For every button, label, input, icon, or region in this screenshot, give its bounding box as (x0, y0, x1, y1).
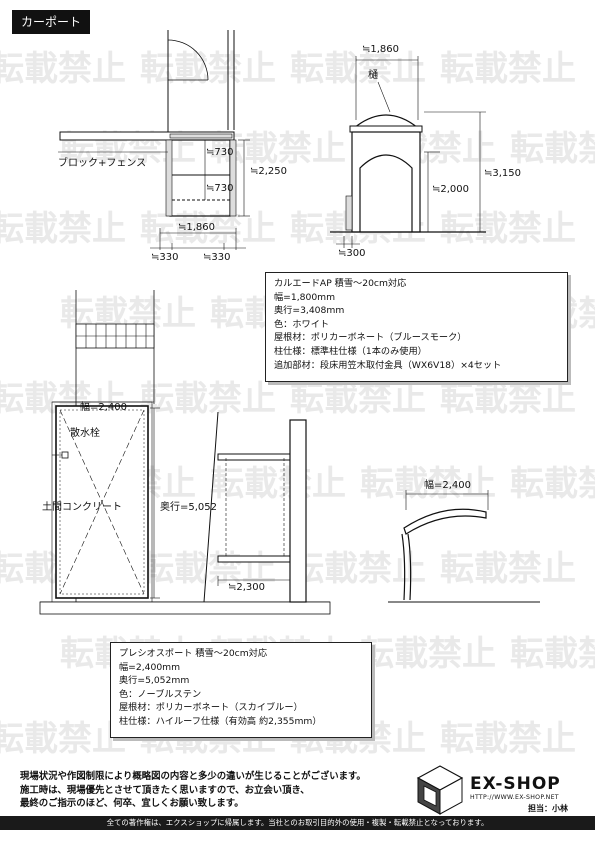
dim-730-b: ≒730 (206, 183, 233, 194)
bottom-side-elevation (203, 411, 307, 603)
bottom-plan (39, 290, 331, 615)
footer-copyright: 全ての著作権は、エクスショップに帰属します。当社とのお取引目的外の使用・複製・転… (0, 816, 595, 830)
watermark-text: 転載禁止 (440, 719, 576, 759)
spec1-line: 幅=1,800mm (274, 291, 336, 303)
watermark-text: 転載禁止 (210, 464, 346, 504)
watermark-text: 転載禁止 (510, 634, 595, 674)
spec2-line: 幅=2,400mm (119, 661, 181, 673)
label-concrete: 土間コンクリート (42, 500, 122, 513)
watermark-text: 転載禁止 (510, 464, 595, 504)
person-in-charge: 担当：小林 (528, 804, 568, 813)
dim-2300: ≒2,300 (228, 582, 265, 593)
watermark-text: 転載禁止 (360, 464, 496, 504)
spec2-line: 奥行=5,052mm (119, 675, 190, 687)
dim-3150: ≒3,150 (484, 168, 521, 179)
watermark-text: 転載禁止 (290, 379, 426, 419)
watermark-text: 転載禁止 (290, 49, 426, 89)
watermark-text: 転載禁止 (0, 49, 126, 89)
watermark-text: 転載禁止 (0, 719, 126, 759)
notice-text: 現場状況や作図制限により概略図の内容と多少の違いが生じることがございます。 施工… (20, 770, 420, 811)
notice-line: 施工時は、現場優先とさせて頂きたく思いますので、お立会い頂き、 (20, 784, 310, 796)
watermark-text: 転載禁止 (0, 209, 126, 249)
watermark-text: 転載禁止 (510, 129, 595, 169)
watermark-text: 転載禁止 (440, 209, 576, 249)
spec1-line: カルエードAP 積雪～20cm対応 (274, 278, 407, 289)
watermark-text: 転載禁止 (440, 379, 576, 419)
spec1-line: 色：ホワイト (274, 318, 330, 330)
notice-line: 最終のご指示のほど、何卒、宜しくお願い致します。 (20, 798, 244, 810)
top-right-elevation (330, 56, 486, 248)
label-faucet: 散水栓 (70, 426, 100, 439)
spec2-line: 色：ノーブルステン (119, 688, 202, 700)
watermark-text: 転載禁止 (440, 49, 576, 89)
page-badge: カーポート (12, 10, 90, 34)
spec1-line: 追加部材：段床用笠木取付金具（WX6V18）×4セット (274, 359, 502, 371)
notice-line: 現場状況や作図制限により概略図の内容と多少の違いが生じることがございます。 (20, 771, 366, 782)
spec1-line: 奥行=3,408mm (274, 305, 345, 317)
watermark-text: 転載禁止 (140, 379, 276, 419)
dim-330-b: ≒330 (203, 252, 230, 263)
watermark-text: 転載禁止 (360, 634, 496, 674)
dim-2250: ≒2,250 (250, 166, 287, 177)
dim-2000: ≒2,000 (432, 184, 469, 195)
spec2-line: 柱仕様：ハイルーフ仕様（有効高 約2,355mm） (119, 715, 322, 727)
dim-730-a: ≒730 (206, 147, 233, 158)
watermark-text: 転載禁止 (140, 49, 276, 89)
top-left-plan (58, 30, 250, 250)
spec-box-carport-1: カルエードAP 積雪～20cm対応 幅=1,800mm 奥行=3,408mm 色… (265, 272, 568, 382)
brand-name: EX-SHOP (470, 774, 561, 794)
spec2-line: プレシオスポート 積雪～20cm対応 (119, 648, 268, 659)
brand-url[interactable]: HTTP://WWW.EX-SHOP.NET (470, 794, 559, 801)
bottom-front-elevation (388, 490, 540, 603)
dim-depth: 奥行=5,052 (160, 500, 217, 513)
watermark-text: 転載禁止 (290, 549, 426, 589)
watermark-text: 転載禁止 (440, 549, 576, 589)
spec1-line: 柱仕様：標準柱仕様（1本のみ使用） (274, 345, 427, 357)
label-fence: ブロック+フェンス (58, 156, 146, 169)
label-gutter: 樋 (368, 68, 378, 81)
dim-300: ≒300 (338, 248, 365, 259)
dim-width-front: 幅=2,400 (424, 478, 471, 491)
dim-330-a: ≒330 (151, 252, 178, 263)
spec2-line: 屋根材：ポリカーボネート（スカイブルー） (119, 702, 303, 714)
cube-icon (416, 765, 464, 815)
spec1-line: 屋根材：ポリカーボネート（ブルースモーク） (274, 332, 467, 344)
dim-width-plan: 幅=2,400 (80, 400, 127, 413)
dim-1860-plan: ≒1,860 (178, 222, 215, 233)
dim-1860-elev: ≒1,860 (362, 44, 399, 55)
spec-box-carport-2: プレシオスポート 積雪～20cm対応 幅=2,400mm 奥行=5,052mm … (110, 642, 372, 738)
